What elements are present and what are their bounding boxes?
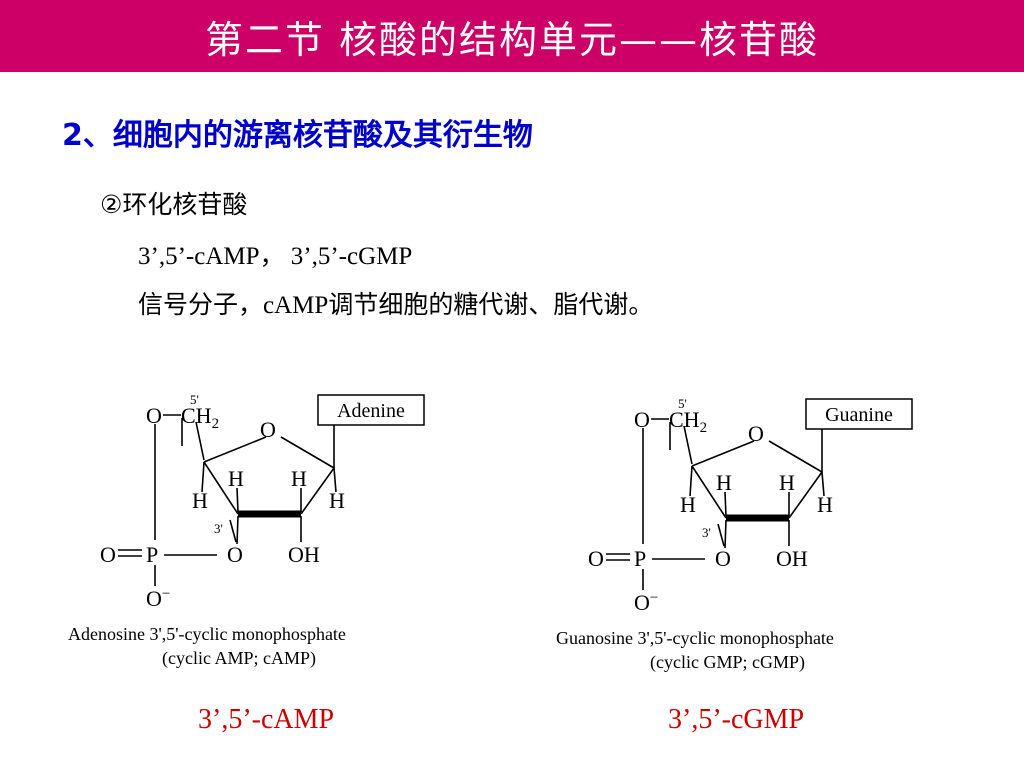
camp-structure: Adenine 5' O CH2 O H H H H 3' O P O OH O… [60, 382, 480, 677]
cgmp-ch2-text: CH [669, 407, 700, 432]
camp-base-label: Adenine [337, 400, 405, 422]
subsection-cyclic-nucleotides: ②环化核苷酸 [100, 190, 248, 219]
cyclic-nucleotide-names: 3’,5’-cAMP， 3’,5’-cGMP [138, 243, 413, 270]
cgmp-o-minus-sign: − [650, 590, 658, 606]
cgmp-ch2-sub: 2 [700, 420, 708, 436]
cgmp-structure: Guanine 5' O CH2 O H H H H 3' O P O OH O… [548, 386, 968, 681]
camp-function-pre: 信号分子， [138, 290, 264, 319]
camp-structure-svg: Adenine 5' O CH2 O H H H H 3' O P O OH O… [68, 392, 425, 669]
cgmp-bottom-label: 3’,5’-cGMP [668, 704, 805, 735]
camp-o-top: O [146, 403, 162, 428]
camp-h-r: H [291, 466, 307, 491]
cgmp-caption-line2: (cyclic GMP; cGMP) [650, 652, 805, 673]
cgmp-caption-line1: Guanosine 3',5'-cyclic monophosphate [556, 628, 834, 648]
camp-ch2-sub: 2 [212, 416, 220, 432]
cgmp-o-top: O [634, 407, 650, 432]
cgmp-h-l: H [716, 470, 732, 495]
cgmp-h-r: H [779, 470, 795, 495]
camp-function-text: 信号分子，cAMP调节细胞的糖代谢、脂代谢。 [138, 285, 653, 321]
cgmp-pos5: 5' [678, 396, 687, 411]
camp-function-post: 调节细胞的糖代谢、脂代谢。 [328, 290, 654, 319]
cgmp-base-label: Guanine [825, 404, 893, 426]
cgmp-o-minus: O− [634, 590, 658, 615]
slide-title: 第二节 核酸的结构单元——核苷酸 [204, 17, 820, 62]
camp-o3: O [227, 542, 243, 567]
camp-pos5: 5' [190, 392, 199, 407]
cgmp-phosphorus: P [634, 546, 646, 571]
camp-h-right: H [329, 488, 345, 513]
cgmp-pos3: 3' [702, 525, 711, 540]
camp-ch2: CH2 [181, 403, 219, 432]
camp-oh: OH [288, 542, 320, 567]
cgmp-o-double: O [588, 546, 604, 571]
camp-caption-line1: Adenosine 3',5'-cyclic monophosphate [68, 624, 346, 644]
camp-o-minus-sign: − [162, 586, 170, 602]
camp-function-latin: cAMP [263, 292, 329, 319]
camp-ring-o: O [260, 417, 276, 442]
section-heading: 2、细胞内的游离核苷酸及其衍生物 [62, 118, 533, 153]
camp-h-left: H [192, 488, 208, 513]
camp-pos3: 3' [214, 521, 223, 536]
title-bar: 第二节 核酸的结构单元——核苷酸 [0, 0, 1024, 72]
cgmp-o3: O [715, 546, 731, 571]
camp-phosphorus: P [146, 542, 158, 567]
cgmp-structure-svg: Guanine 5' O CH2 O H H H H 3' O P O OH O… [556, 396, 913, 673]
camp-o-minus-o: O [146, 586, 162, 611]
cgmp-h-right: H [817, 492, 833, 517]
camp-o-minus: O− [146, 586, 170, 611]
cgmp-ring-o: O [748, 421, 764, 446]
camp-h-l: H [228, 466, 244, 491]
camp-caption-line2: (cyclic AMP; cAMP) [162, 648, 316, 669]
cgmp-o-minus-o: O [634, 590, 650, 615]
cgmp-oh: OH [776, 546, 808, 571]
cgmp-h-left: H [680, 492, 696, 517]
camp-o-double: O [100, 542, 116, 567]
camp-ch2-text: CH [181, 403, 212, 428]
camp-bottom-label: 3’,5’-cAMP [198, 704, 335, 735]
cgmp-ch2: CH2 [669, 407, 707, 436]
